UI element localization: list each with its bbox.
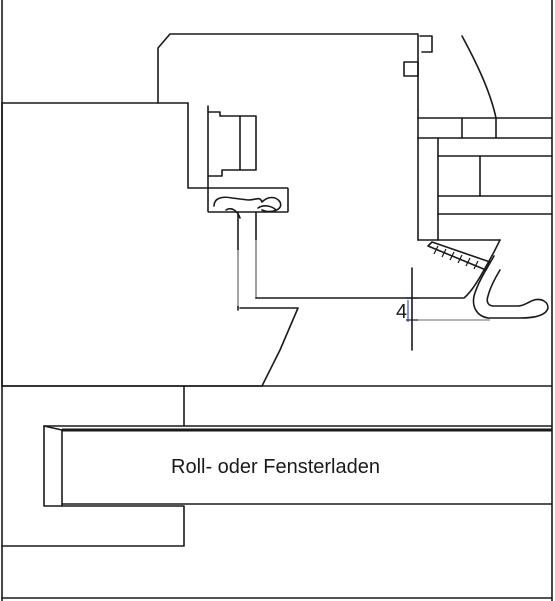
reveal-lower [1,385,553,427]
dimension-marker: 4 [396,267,490,351]
sill-line [255,239,501,299]
window-frame-top [1,33,497,119]
fixing-screw [427,241,491,271]
drip-profile [472,255,549,319]
dimension-value: 4 [396,301,407,323]
shutter-box [1,425,553,547]
sash-seal [207,187,289,311]
window-sash-left [1,102,299,387]
wall-cladding-right [417,109,553,241]
shutter-label: Roll- oder Fensterladen [171,456,380,478]
